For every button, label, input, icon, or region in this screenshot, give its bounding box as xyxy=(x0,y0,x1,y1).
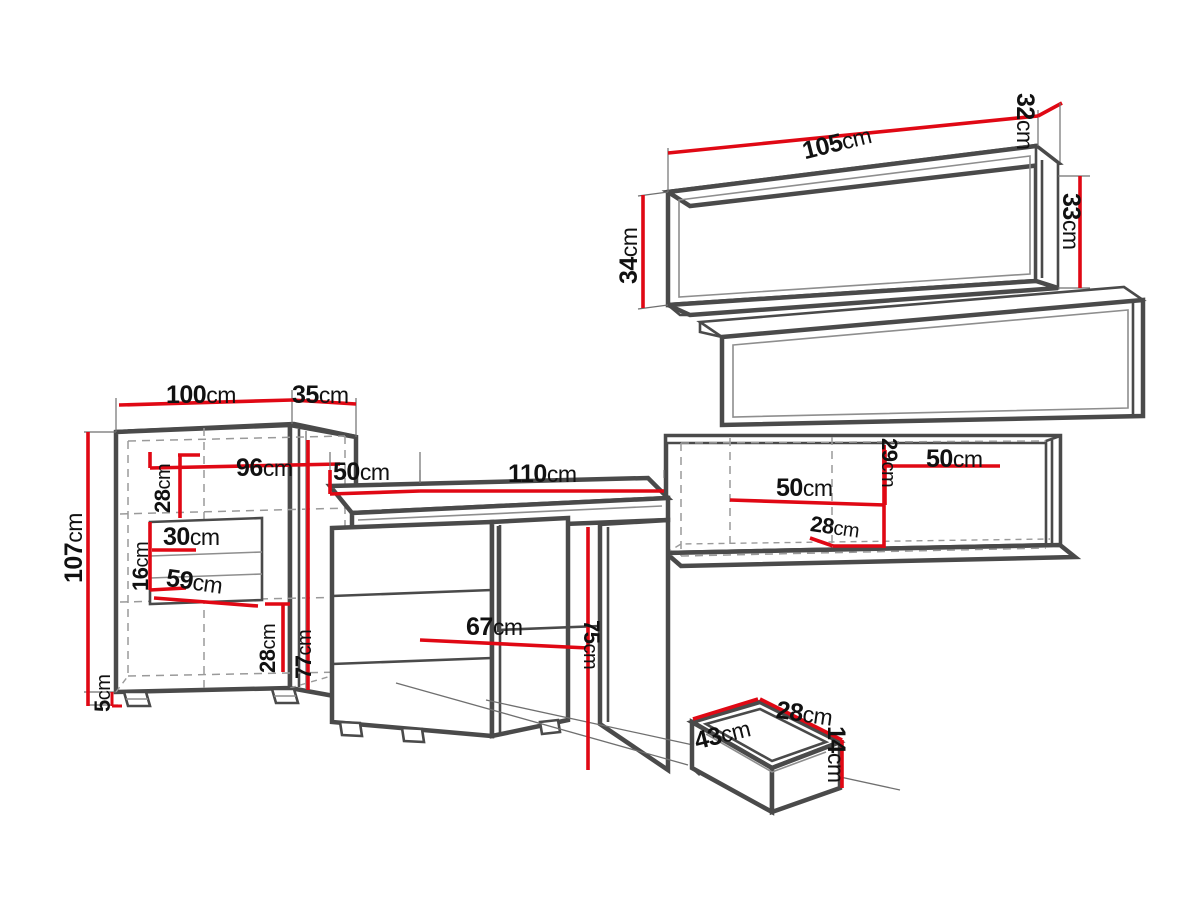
dim-label-shelf-50cm-right: 50cm xyxy=(926,445,983,473)
dim-label-107cm: 107cm xyxy=(60,513,88,583)
dim-label-100cm: 100cm xyxy=(166,381,236,409)
dim-28-lower-geometry xyxy=(265,602,290,672)
dim-label-30cm: 30cm xyxy=(163,523,220,551)
dim-shelf-28-geometry xyxy=(809,536,884,548)
dim-label-desk-50cm: 50cm xyxy=(333,458,390,486)
dim-label-14cm: 14cm xyxy=(822,726,850,783)
dim-100-geometry xyxy=(115,390,293,432)
dim-5-geometry xyxy=(110,692,122,708)
dim-label-34cm: 34cm xyxy=(615,227,643,284)
dim-drawer-28-geometry xyxy=(759,697,843,742)
dim-label-77cm: 77cm xyxy=(291,629,316,679)
dim-label-35cm: 35cm xyxy=(292,381,349,409)
dim-label-16cm: 16cm xyxy=(128,541,153,591)
dim-34-geometry xyxy=(637,191,669,310)
desk-graphic xyxy=(325,475,901,791)
wall-cabinet-top-graphic xyxy=(661,143,1064,318)
wall-shelf-middle-graphic xyxy=(696,285,1147,428)
dim-shelf-50-right-geometry xyxy=(882,445,1000,468)
dim-desk-110-geometry xyxy=(419,470,665,493)
drawer-box-graphic xyxy=(686,699,846,816)
dim-28-upper-geometry xyxy=(178,453,200,518)
dim-label-96cm: 96cm xyxy=(236,454,293,482)
dim-label-5cm: 5cm xyxy=(90,674,115,712)
dim-desk-67-geometry xyxy=(419,638,589,650)
dim-label-33cm: 33cm xyxy=(1057,193,1085,250)
dim-59-geometry xyxy=(153,596,259,608)
dim-107-geometry xyxy=(84,431,118,706)
dim-label-110cm: 110cm xyxy=(508,460,577,488)
dim-drawer-43-geometry xyxy=(692,697,759,721)
dim-32-geometry xyxy=(1037,101,1063,162)
dim-label-28cm-lower: 28cm xyxy=(255,623,280,673)
dim-label-75cm: 75cm xyxy=(579,620,604,670)
dim-label-28cm-upper: 28cm xyxy=(150,463,175,513)
dim-label-shelf-50cm-left: 50cm xyxy=(776,474,833,502)
dim-33-geometry xyxy=(1058,175,1090,289)
dim-label-67cm: 67cm xyxy=(466,613,523,641)
dim-label-32cm: 32cm xyxy=(1011,93,1039,150)
dim-16-geometry xyxy=(148,522,187,592)
dim-label-29cm: 29cm xyxy=(877,438,902,488)
dim-35-geometry xyxy=(291,398,357,437)
